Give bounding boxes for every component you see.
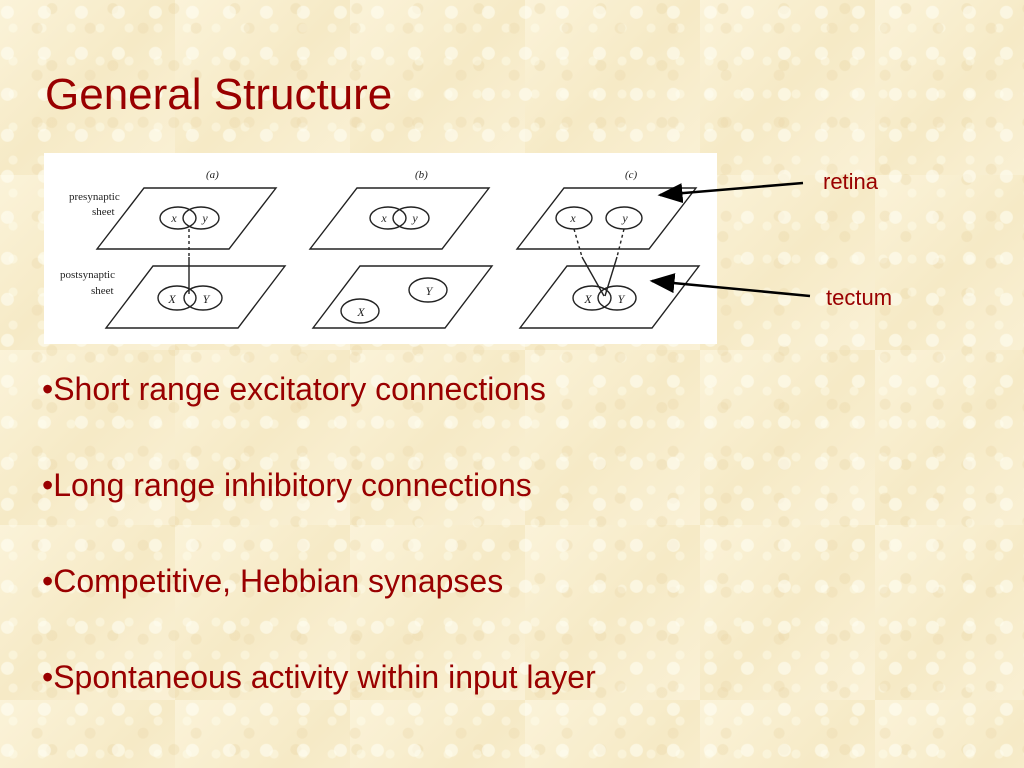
bullet-list: •Short range excitatory connections •Lon… — [42, 364, 596, 748]
panel-c-postsynaptic-sheet — [518, 265, 701, 329]
panel-a-post-cell-x — [157, 285, 197, 311]
presynaptic-label-line2: sheet — [92, 206, 115, 218]
panel-b-post-cell-x — [340, 298, 380, 324]
panel-b-pre-x-text: x — [380, 211, 387, 225]
bullet-spontaneous-activity: •Spontaneous activity within input layer — [42, 659, 596, 695]
panel-b-pre-cell-y — [392, 206, 430, 230]
presynaptic-label-line1: presynaptic — [69, 191, 120, 203]
panel-c-connection-y-solid — [604, 256, 618, 297]
panel-a-pre-cell-x — [159, 206, 197, 230]
panel-a-pre-cell-y — [182, 206, 220, 230]
panel-b-postsynaptic-sheet — [311, 265, 494, 329]
slide-title: General Structure — [45, 70, 393, 119]
retina-label: retina — [823, 169, 879, 194]
panel-b-pre-cell-x — [369, 206, 407, 230]
panel-b-post-cell-y — [408, 277, 448, 303]
panel-a-post-y-text: Y — [203, 292, 211, 306]
panel-c-presynaptic-sheet — [515, 187, 698, 250]
synapse-diagram: (a) (b) (c) presynaptic sheet postsynapt… — [44, 153, 717, 344]
panel-b-label: (b) — [415, 169, 428, 181]
panel-b-pre-y-text: y — [411, 211, 418, 225]
panel-a-post-x-text: X — [167, 292, 176, 306]
panel-c-connection-y-dashed — [616, 228, 625, 258]
bullet-long-range-inhibitory: •Long range inhibitory connections — [42, 467, 532, 503]
bullet-short-range-excitatory: •Short range excitatory connections — [42, 371, 546, 407]
panel-c-pre-x-text: x — [569, 211, 576, 225]
tectum-label: tectum — [826, 285, 893, 310]
panel-a-postsynaptic-sheet — [104, 265, 287, 329]
panel-c-post-cell-y — [597, 285, 637, 311]
postsynaptic-label-line2: sheet — [91, 285, 114, 297]
panel-a-presynaptic-sheet — [95, 187, 278, 250]
panel-c-label: (c) — [625, 169, 638, 181]
panel-a-label: (a) — [206, 169, 219, 181]
panel-c-post-x-text: X — [583, 292, 592, 306]
panel-b-presynaptic-sheet — [308, 187, 491, 250]
panel-a-post-cell-y — [183, 285, 223, 311]
bullet-competitive-hebbian: •Competitive, Hebbian synapses — [42, 563, 504, 599]
panel-b-post-y-text: Y — [426, 284, 434, 298]
panel-c-connection-x-dashed — [573, 228, 583, 258]
panel-c-post-y-text: Y — [618, 292, 626, 306]
panel-c-connection-x-solid — [581, 256, 605, 297]
panel-c-pre-y-text: y — [621, 211, 628, 225]
panel-b-post-x-text: X — [356, 305, 365, 319]
panel-c-post-cell-x — [572, 285, 612, 311]
panel-a-pre-x-text: x — [170, 211, 177, 225]
panel-a-pre-y-text: y — [201, 211, 208, 225]
synapse-diagram-svg: (a) (b) (c) presynaptic sheet postsynapt… — [60, 169, 701, 329]
postsynaptic-label-line1: postsynaptic — [60, 269, 115, 281]
